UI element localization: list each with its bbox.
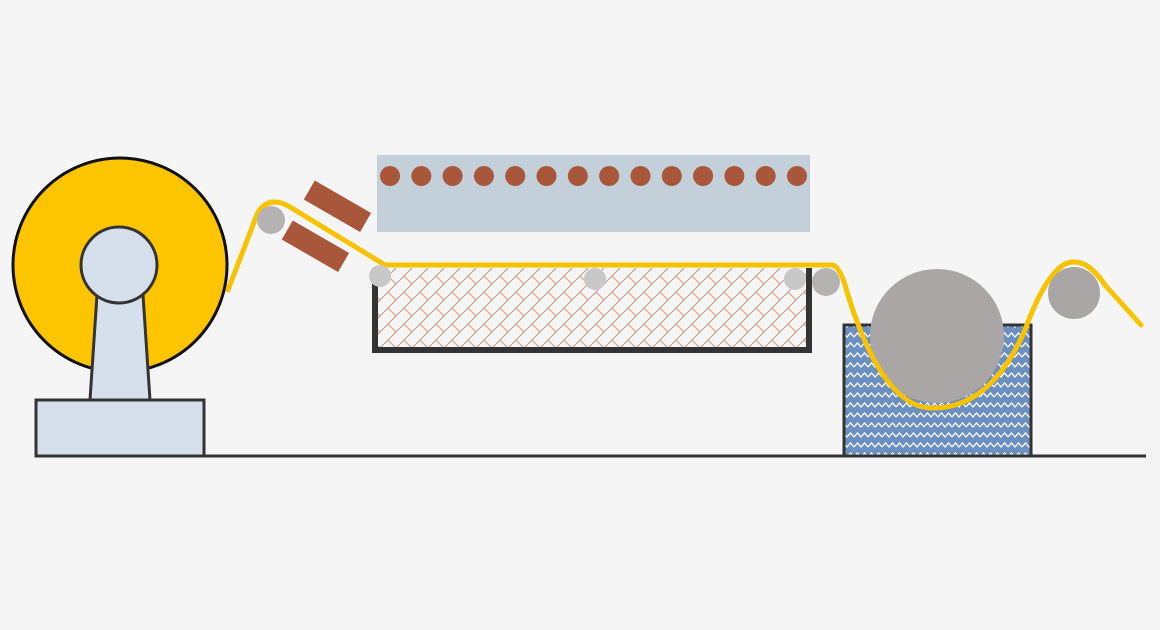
guide-roller-5 xyxy=(812,268,840,296)
tray-walls xyxy=(372,268,812,353)
unwind-base xyxy=(34,398,206,458)
guide-roller-4 xyxy=(784,268,806,290)
film-web xyxy=(225,199,1144,411)
guide-roller-1 xyxy=(257,206,285,234)
heater-dot xyxy=(380,166,400,186)
heater-dot xyxy=(661,166,682,186)
heater-dot xyxy=(567,166,588,186)
heater-dot xyxy=(505,166,526,186)
heater-dot xyxy=(630,166,651,186)
heater-dot xyxy=(536,166,557,186)
heater-dot xyxy=(724,166,745,186)
guide-roller-2 xyxy=(369,265,391,287)
heater-block-upper xyxy=(303,180,372,233)
heater-dot xyxy=(787,166,807,186)
heater-dot xyxy=(473,166,494,186)
dip-drum xyxy=(870,269,1004,403)
heater-block-lower xyxy=(281,220,350,273)
heater-dot xyxy=(411,166,432,186)
heater-icon xyxy=(377,155,810,232)
heater-panel xyxy=(377,155,810,232)
heater-dots xyxy=(380,166,807,186)
heater-dot xyxy=(693,166,714,186)
guide-roller-3 xyxy=(584,268,606,290)
guide-roller-6 xyxy=(1048,267,1100,319)
heater-dot xyxy=(442,166,463,186)
heater-dot xyxy=(599,166,620,186)
heater-dot xyxy=(755,166,776,186)
roll-hub xyxy=(79,225,159,305)
